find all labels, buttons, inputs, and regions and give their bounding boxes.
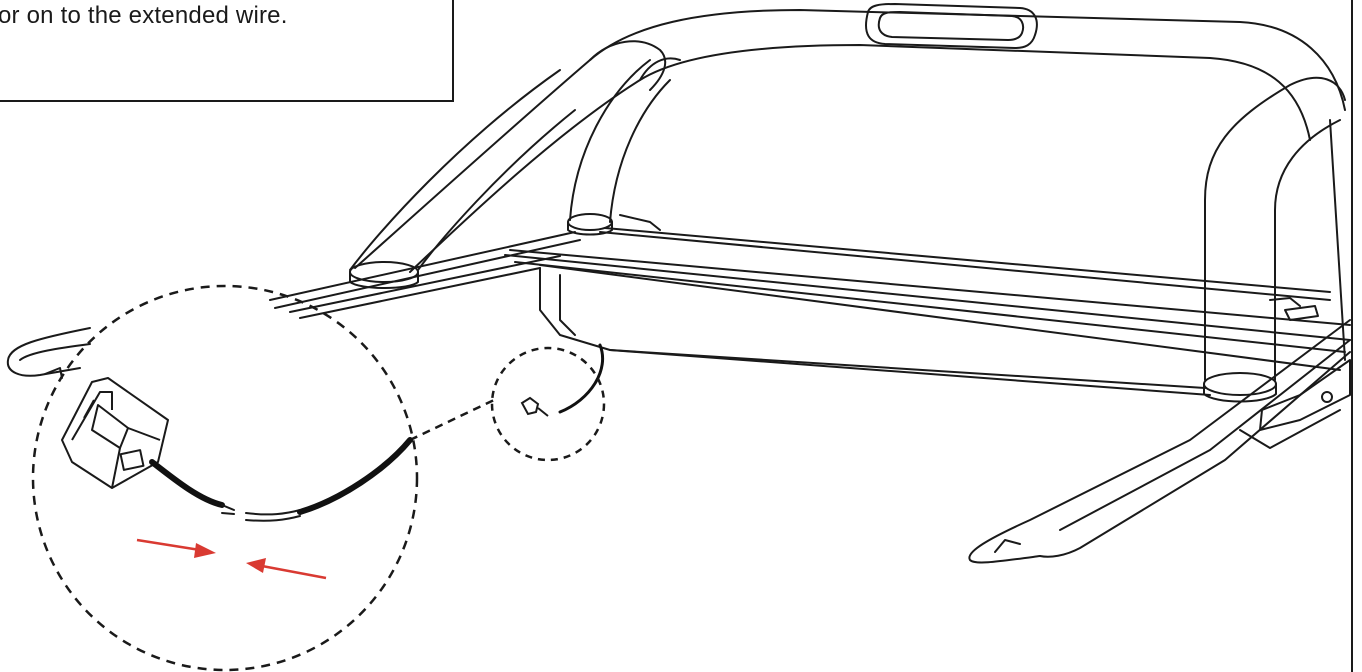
push-arrows — [136, 538, 327, 580]
connector-plug-icon — [61, 377, 169, 489]
bed-rail — [504, 214, 1351, 371]
frame-border-right — [1351, 0, 1353, 672]
extended-wire — [149, 437, 413, 522]
left-front-leg — [349, 69, 576, 289]
detail-circle-large — [31, 284, 419, 672]
wind-deflector — [539, 267, 1211, 396]
right-front-leg — [1203, 76, 1346, 403]
grab-handle — [865, 3, 1038, 49]
deflector-wire — [558, 343, 605, 414]
arrow-left-icon — [246, 558, 327, 580]
right-foot-rail — [968, 319, 1351, 564]
instruction-box: or on to the extended wire. — [0, 0, 454, 102]
detail-circle-small — [490, 346, 606, 462]
sport-bar-hoop — [354, 9, 1346, 273]
instruction-text: or on to the extended wire. — [0, 2, 288, 29]
small-connector-icon — [520, 396, 549, 417]
leader-line — [409, 398, 495, 442]
left-rear-leg — [567, 59, 671, 236]
arrow-right-icon — [136, 538, 216, 558]
left-bed-rail — [269, 231, 581, 319]
left-end-cap — [6, 327, 91, 379]
right-rear-upright — [1329, 119, 1346, 361]
